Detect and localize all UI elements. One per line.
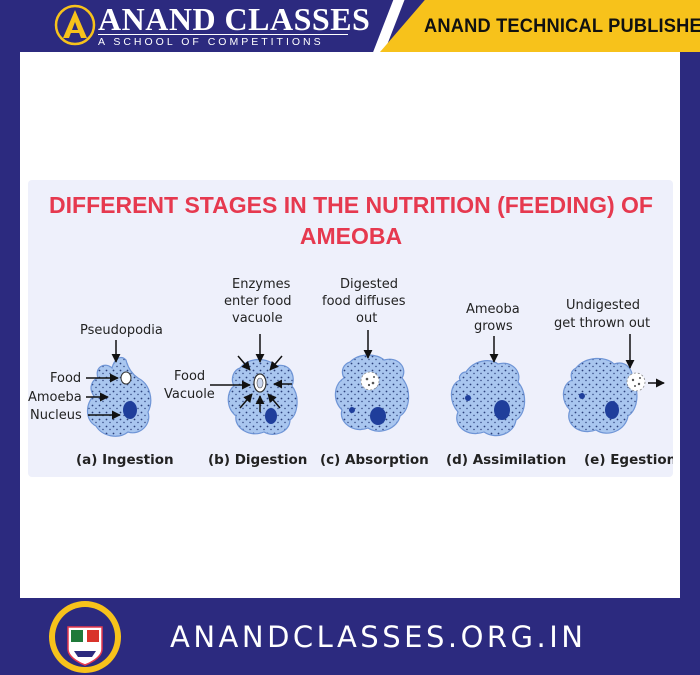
caption-assimilation: (d) Assimilation	[446, 452, 566, 468]
anand-classes-badge-icon	[49, 601, 121, 673]
nucleus	[605, 401, 619, 419]
label-get-thrown-out: get thrown out	[554, 316, 650, 331]
anand-logo-icon	[54, 4, 96, 46]
stage-absorption: Digested food diffuses out (c) Absorptio…	[320, 277, 429, 468]
label-ameoba: Ameoba	[466, 302, 520, 317]
label-amoeba: Amoeba	[28, 390, 82, 405]
stage-ingestion: Pseudopodia Food Amoeba Nucleus (a) Inge…	[28, 323, 174, 468]
brand-subtitle: A SCHOOL OF COMPETITIONS	[98, 34, 348, 48]
label-grows: grows	[474, 319, 513, 334]
food-particle	[120, 371, 132, 385]
amoeba-body	[562, 357, 638, 434]
stage-assimilation: Ameoba grows (d) Assimilation	[446, 302, 566, 468]
label-vacuole-2: Vacuole	[164, 387, 215, 402]
label-vacuole: vacuole	[232, 311, 283, 326]
nucleus	[370, 407, 386, 425]
diagram-title: DIFFERENT STAGES IN THE NUTRITION (FEEDI…	[49, 192, 653, 249]
caption-absorption: (c) Absorption	[320, 452, 429, 468]
stage-egestion: Undigested get thrown out (e) Egestion	[554, 298, 673, 468]
amoeba-stages-diagram: Pseudopodia Food Amoeba Nucleus (a) Inge…	[28, 277, 673, 468]
label-enzymes: Enzymes	[232, 277, 291, 292]
header-publisher-band	[380, 0, 700, 52]
nucleus	[494, 400, 510, 420]
caption-egestion: (e) Egestion	[584, 452, 673, 468]
label-undigested: Undigested	[566, 298, 640, 313]
label-pseudopodia: Pseudopodia	[80, 323, 163, 338]
label-digested: Digested	[340, 277, 398, 292]
nucleus	[265, 408, 277, 424]
nucleus	[123, 401, 137, 419]
label-food-2: Food	[174, 369, 205, 384]
amoeba-body	[450, 360, 526, 437]
label-out: out	[356, 311, 377, 326]
label-enter-food: enter food	[224, 294, 292, 309]
brand-title: ANAND CLASSES	[98, 1, 371, 37]
undigested-food	[626, 372, 646, 392]
amoeba-body	[227, 358, 298, 435]
label-nucleus: Nucleus	[30, 408, 82, 423]
stage-digestion: Enzymes enter food vacuole Food Vacuole …	[164, 277, 307, 468]
caption-ingestion: (a) Ingestion	[76, 452, 174, 468]
publisher-name: ANAND TECHNICAL PUBLISHERS	[424, 16, 700, 37]
caption-digestion: (b) Digestion	[208, 452, 307, 468]
website-url[interactable]: ANANDCLASSES.ORG.IN	[170, 620, 587, 654]
digested-food	[360, 371, 380, 391]
label-food-diffuses: food diffuses	[322, 294, 406, 309]
label-food: Food	[50, 371, 81, 386]
